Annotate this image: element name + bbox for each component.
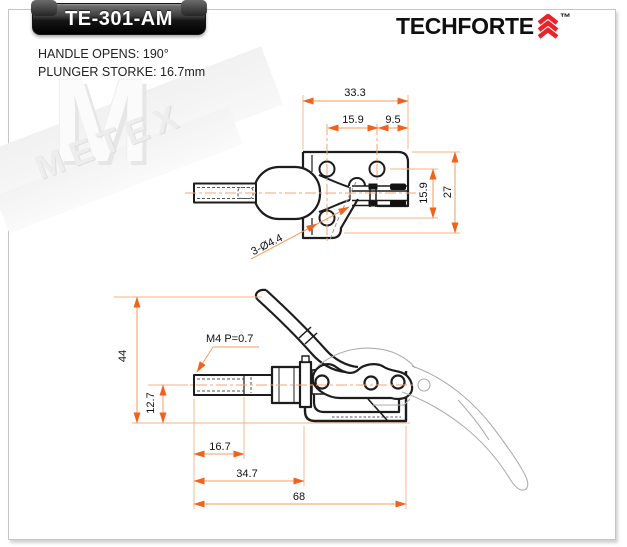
dim-front-to-bracket: 34.7 [236,468,258,480]
spec-handle-opens: HANDLE OPENS: 190° [38,47,169,61]
spec-plunger-stroke: PLUNGER STORKE: 16.7mm [38,64,206,79]
thread-callout: M4 P=0.7 [206,333,254,345]
model-badge: TE-301-AM [31,0,207,35]
dim-open-height: 44 [117,349,129,363]
dim-hole-row-spacing: 15.9 [418,182,430,204]
dim-plunger-stroke: 16.7 [209,441,231,453]
dim-overall-width: 33.3 [344,87,366,99]
centerlines [176,124,418,386]
trademark-symbol: ™ [559,12,571,24]
spec-lines: HANDLE OPENS: 190° PLUNGER STORKE: 16.7m… [38,46,205,81]
brand-chevron-icon [534,13,560,45]
dimension-lines [133,97,459,508]
badge-tab-left [31,0,57,16]
side-view-drawing [193,288,414,423]
watermark-logo: M [52,55,151,187]
dim-base-to-axis: 12.7 [145,392,157,414]
top-view-drawing [193,150,410,241]
handle-closed-phantom [317,347,529,491]
badge-tab-right [181,0,207,16]
dim-overall-height: 27 [442,185,454,199]
dim-hole-spacing: 15.9 [342,114,364,126]
dim-edge-offset: 9.5 [385,114,401,126]
brand-name: TECHFORTE [396,13,534,39]
brand-logo: TECHFORTE ™ [396,12,571,45]
model-number: TE-301-AM [65,8,173,30]
dim-overall-length: 68 [292,491,306,503]
